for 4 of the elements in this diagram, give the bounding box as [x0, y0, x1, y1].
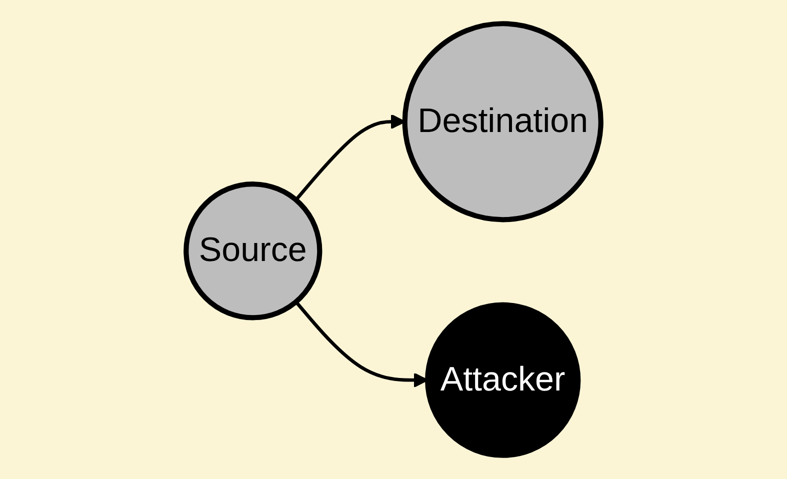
network-diagram: Source Destination Attacker [10, 10, 777, 469]
node-circle [402, 21, 604, 222]
node-circle [425, 302, 581, 458]
node-circle [184, 182, 322, 320]
